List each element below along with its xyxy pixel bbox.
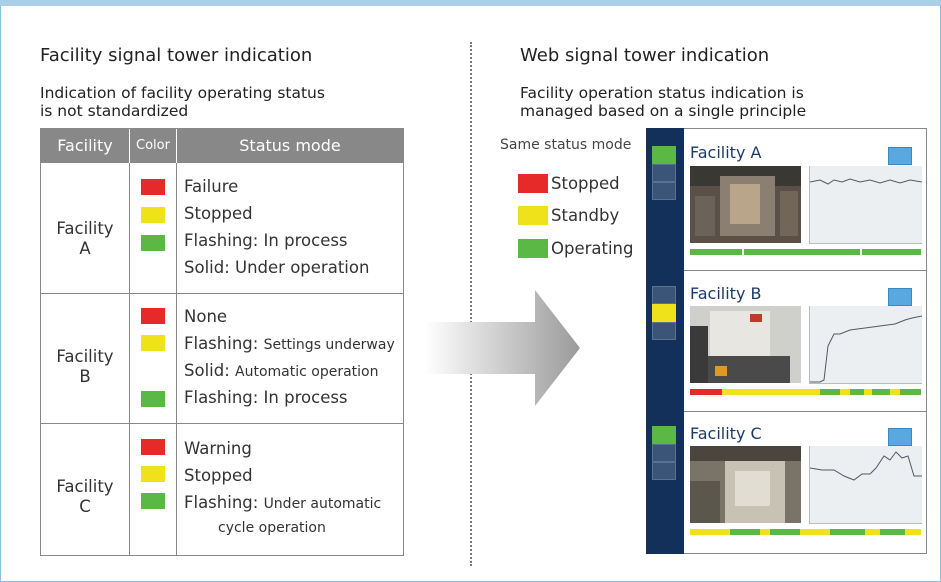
- section-divider: [684, 411, 926, 412]
- legend-label: Operating: [551, 239, 634, 258]
- column-divider: [176, 163, 177, 555]
- status-text: Flashing: Settings underway: [184, 334, 395, 353]
- right-arrow-icon: [425, 290, 580, 406]
- facility-b-letter: B: [79, 367, 91, 386]
- facility-c-status-bar: [690, 529, 921, 535]
- lamp-green-active: [652, 426, 676, 444]
- facility-c-word: Facility: [56, 477, 114, 496]
- color-swatch-yellow: [141, 466, 165, 482]
- expand-icon[interactable]: [888, 428, 912, 446]
- lamp-off: [652, 182, 676, 200]
- facility-a-status-bar: [690, 249, 921, 255]
- facility-b-photo: [690, 306, 801, 383]
- color-swatch-red: [141, 439, 165, 455]
- dotted-divider: [470, 42, 472, 566]
- color-swatch-yellow: [141, 207, 165, 223]
- facility-b-title: Facility B: [690, 284, 762, 303]
- header-divider: [176, 129, 177, 163]
- status-detail: Under automatic: [263, 496, 382, 512]
- facility-a-word: Facility: [56, 219, 114, 238]
- right-title: Web signal tower indication: [520, 45, 770, 66]
- lamp-green-active: [652, 146, 676, 164]
- lamp-off: [652, 322, 676, 340]
- facility-a-title: Facility A: [690, 143, 762, 162]
- row-divider: [41, 423, 403, 424]
- header-facility: Facility: [41, 129, 129, 163]
- status-prefix: Solid:: [184, 361, 236, 380]
- color-swatch-green: [141, 493, 165, 509]
- expand-icon[interactable]: [888, 147, 912, 165]
- legend-title: Same status mode: [500, 137, 632, 153]
- facility-c-letter: C: [79, 497, 91, 516]
- column-divider: [129, 163, 130, 555]
- lamp-off: [652, 444, 676, 462]
- facility-c-photo: [690, 446, 801, 523]
- facility-c-graph: [809, 446, 922, 524]
- status-text: Stopped: [184, 204, 253, 223]
- facility-b-graph: [809, 306, 923, 384]
- lamp-off: [652, 286, 676, 304]
- color-swatch-red: [141, 179, 165, 195]
- lamp-off: [652, 462, 676, 480]
- frame-top-border: [0, 0, 941, 6]
- header-color: Color: [130, 129, 176, 163]
- status-text: Warning: [184, 439, 252, 458]
- legend-swatch-green: [518, 239, 548, 258]
- facility-c-label: Facility C: [41, 477, 129, 517]
- left-subtitle-line1: Indication of facility operating status: [40, 84, 325, 102]
- status-detail: Automatic operation: [235, 364, 379, 380]
- facility-b-word: Facility: [56, 347, 114, 366]
- left-subtitle-line2: is not standardized: [40, 102, 189, 120]
- status-text: cycle operation: [218, 520, 326, 536]
- status-text: Solid: Under operation: [184, 258, 370, 277]
- status-text: None: [184, 307, 228, 326]
- status-text: Flashing: In process: [184, 388, 348, 407]
- color-swatch-red: [141, 308, 165, 324]
- facility-a-letter: A: [79, 239, 91, 258]
- status-text: Failure: [184, 177, 239, 196]
- status-text: Flashing: Under automatic: [184, 493, 381, 512]
- facility-b-status-bar: [690, 389, 921, 395]
- lamp-yellow-active: [652, 304, 676, 322]
- section-divider: [684, 270, 926, 271]
- legend-label: Stopped: [551, 174, 620, 193]
- facility-c-title: Facility C: [690, 424, 762, 443]
- status-detail: Settings underway: [263, 337, 395, 353]
- color-swatch-green: [141, 391, 165, 407]
- right-subtitle-line2: managed based on a single principle: [520, 102, 807, 120]
- facility-b-label: Facility B: [41, 347, 129, 387]
- facility-a-graph: [809, 166, 923, 244]
- facility-a-label: Facility A: [41, 219, 129, 259]
- facility-a-photo: [690, 166, 801, 243]
- legend-label: Standby: [551, 206, 620, 225]
- right-subtitle-line1: Facility operation status indication is: [520, 84, 804, 102]
- expand-icon[interactable]: [888, 288, 912, 306]
- status-prefix: Flashing:: [184, 493, 264, 512]
- legend-swatch-yellow: [518, 206, 548, 225]
- color-swatch-green: [141, 235, 165, 251]
- color-swatch-yellow: [141, 335, 165, 351]
- lamp-off: [652, 164, 676, 182]
- status-text: Solid: Automatic operation: [184, 361, 378, 380]
- legend-swatch-red: [518, 174, 548, 193]
- left-title: Facility signal tower indication: [40, 45, 313, 66]
- status-text: Stopped: [184, 466, 253, 485]
- row-divider: [41, 293, 403, 294]
- facility-status-table: Facility Color Status mode Facility A Fa…: [40, 128, 404, 556]
- header-status-mode: Status mode: [177, 129, 403, 163]
- header-divider: [129, 129, 130, 163]
- status-text: Flashing: In process: [184, 231, 348, 250]
- status-prefix: Flashing:: [184, 334, 264, 353]
